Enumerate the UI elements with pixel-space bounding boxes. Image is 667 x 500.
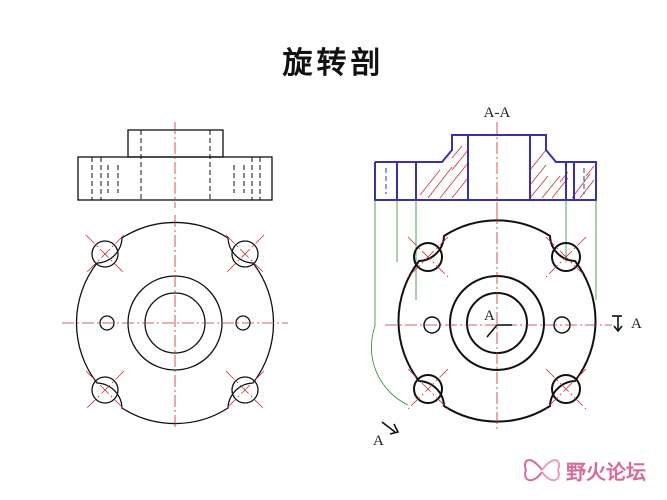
left-front-view: [77, 122, 273, 208]
section-label-aa: A-A: [484, 105, 511, 121]
right-top-view: [385, 212, 612, 432]
right-flange-contour: [397, 219, 597, 423]
left-flange-contour: [75, 221, 275, 425]
left-bolt-hole-bl: [91, 376, 119, 404]
watermark-text: 野火论坛: [566, 460, 646, 484]
section-hatching: [419, 145, 595, 199]
cut-label-center: A: [484, 308, 495, 324]
cutting-plane-center: [486, 324, 512, 338]
left-top-centerlines: [62, 215, 288, 430]
right-section-view: [374, 122, 597, 212]
left-bolt-hole-tl: [91, 240, 119, 268]
left-bolt-hole-br: [231, 376, 259, 404]
left-boss-outline: [127, 129, 224, 158]
cutting-plane-markers: [381, 315, 623, 435]
cut-label-bottom: A: [373, 433, 384, 449]
right-top-centerlines: [385, 212, 612, 432]
section-hidden-lines: [385, 168, 585, 194]
left-top-view: [62, 215, 288, 430]
right-bolt-hole-tl: [413, 242, 443, 272]
left-bolt-hole-tr: [231, 240, 259, 268]
butterfly-logo-icon: [524, 459, 560, 482]
section-outline: [374, 134, 597, 201]
right-bolt-hole-tr: [551, 242, 581, 272]
right-bolt-hole-br: [551, 374, 581, 404]
left-hidden-lines: [91, 130, 261, 200]
right-bolt-hole-bl: [413, 374, 443, 404]
page-title: 旋转剖: [282, 46, 385, 81]
cut-label-right: A: [631, 316, 642, 332]
projection-lines: [371, 200, 597, 406]
